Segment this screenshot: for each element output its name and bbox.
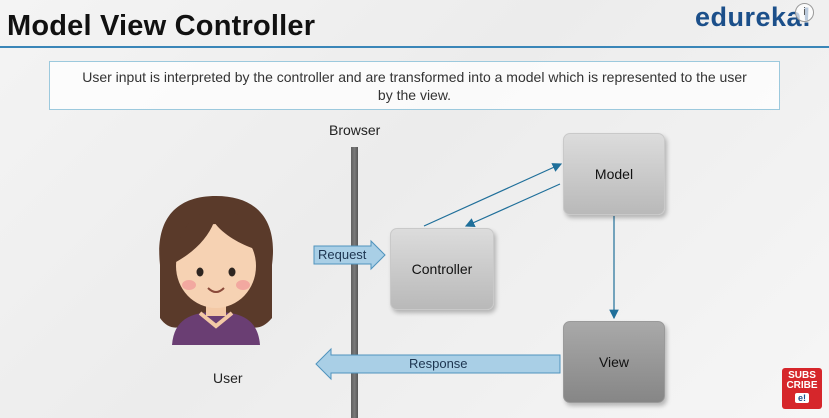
controller-node-label: Controller [411, 261, 473, 277]
browser-boundary-line [351, 147, 358, 418]
request-label: Request [318, 247, 367, 262]
controller-node: Controller [390, 228, 494, 310]
model-to-controller-connector [464, 183, 561, 227]
model-node-label: Model [594, 166, 634, 182]
description-callout: User input is interpreted by the control… [49, 61, 780, 110]
subscribe-line1: SUBS [788, 370, 816, 381]
user-avatar-icon [159, 196, 274, 345]
edureka-logo: edureka! [695, 2, 812, 32]
response-label: Response [409, 356, 468, 371]
controller-to-model-connector [423, 163, 563, 227]
request-arrow [313, 239, 386, 271]
browser-label: Browser [329, 122, 381, 138]
edureka-mini-logo-icon: e! [794, 393, 809, 403]
view-node: View [563, 321, 665, 403]
slide-title: Model View Controller [7, 10, 316, 42]
description-text: User input is interpreted by the control… [82, 68, 747, 103]
user-label: User [213, 370, 243, 386]
subscribe-line2: CRIBE [786, 380, 818, 391]
subscribe-button[interactable]: SUBS CRIBE e! [782, 368, 822, 409]
title-underline [0, 46, 829, 48]
model-node: Model [563, 133, 665, 215]
info-icon[interactable]: i [795, 3, 814, 22]
view-node-label: View [598, 354, 630, 370]
response-arrow [315, 347, 561, 381]
